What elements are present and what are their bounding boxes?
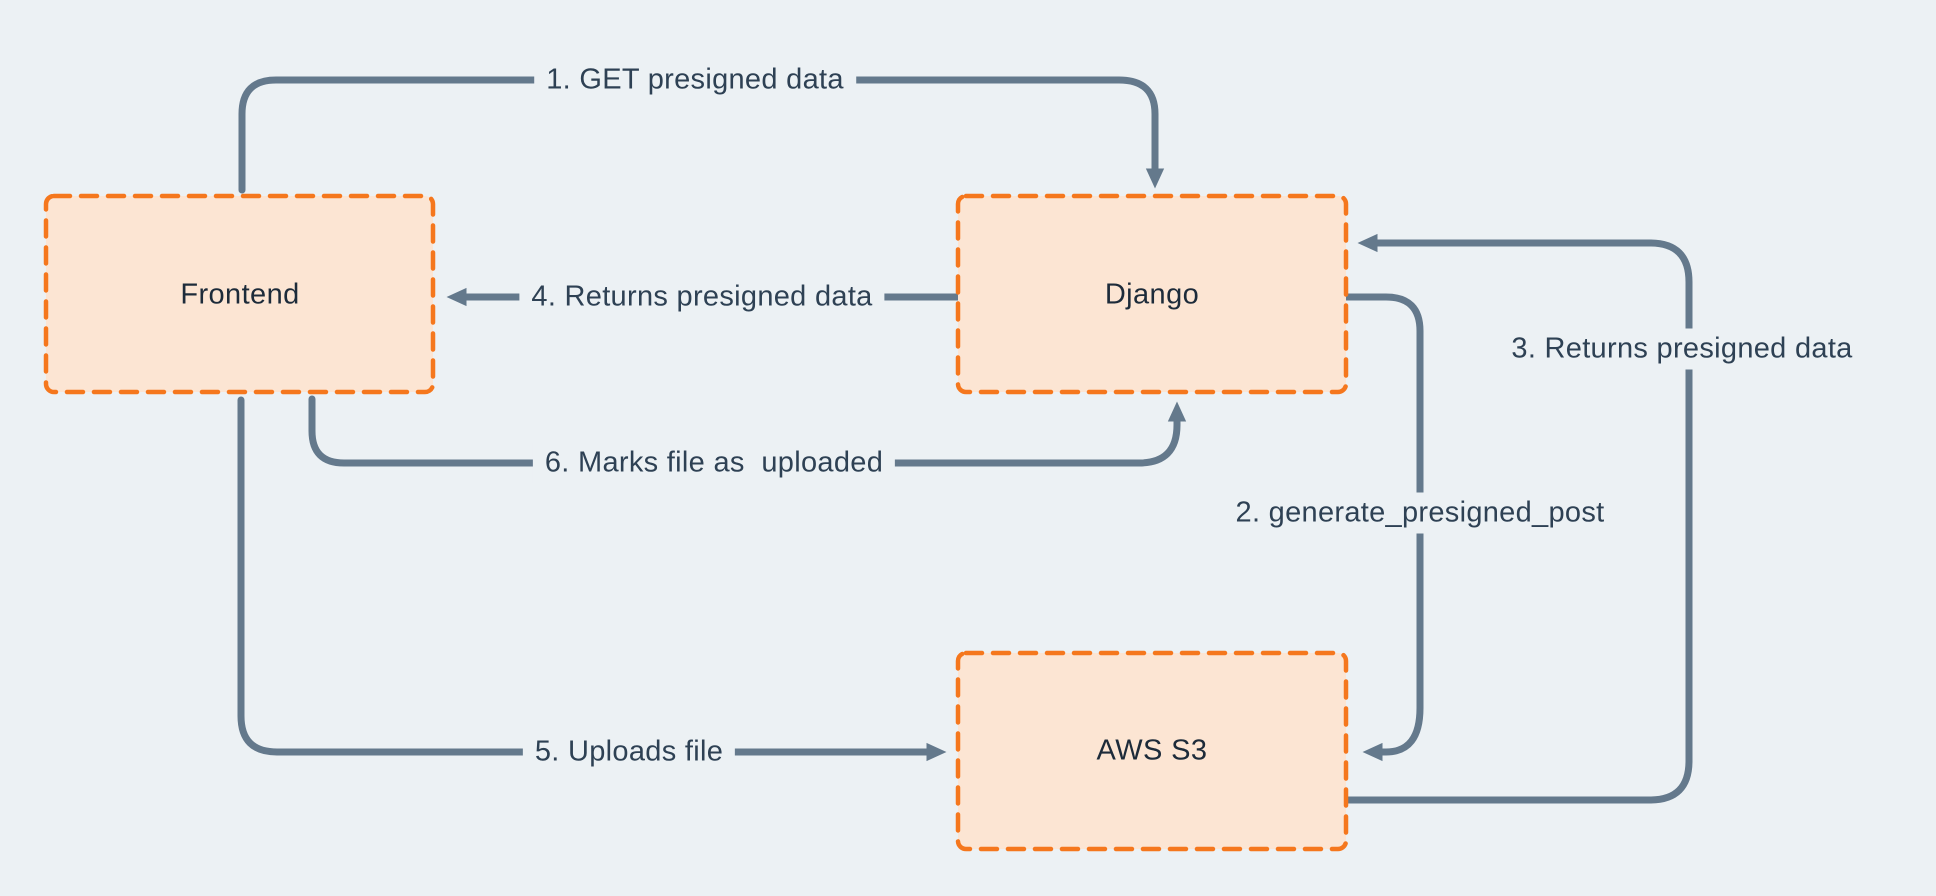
arrow-label-2-generate-presigned-post: 2. generate_presigned_post [1223,492,1617,534]
django-box [955,193,1349,395]
arrow-5-uploads-file [237,396,947,762]
arrow-label-6-marks-file-uploaded: 6. Marks file as uploaded [532,442,896,484]
arrow-label-5-uploads-file: 5. Uploads file [522,731,736,773]
node-label-aws-s3: AWS S3 [1096,734,1208,767]
arrow-6-marks-file-uploaded [308,395,1187,467]
arrow-label-4-returns-presigned-data: 4. Returns presigned data [519,276,885,318]
node-label-django: Django [1104,278,1200,311]
arrow-3-returns-presigned-data [1342,233,1693,804]
arrow-label-3-returns-presigned-data: 3. Returns presigned data [1499,328,1865,370]
frontend-box [43,193,436,395]
node-label-frontend: Frontend [180,278,300,311]
aws-s3-box [955,650,1349,852]
arrow-2-generate-presigned-post [1342,293,1424,762]
arrow-label-1-get-presigned-data: 1. GET presigned data [534,59,856,101]
node-boxes [43,193,1349,852]
